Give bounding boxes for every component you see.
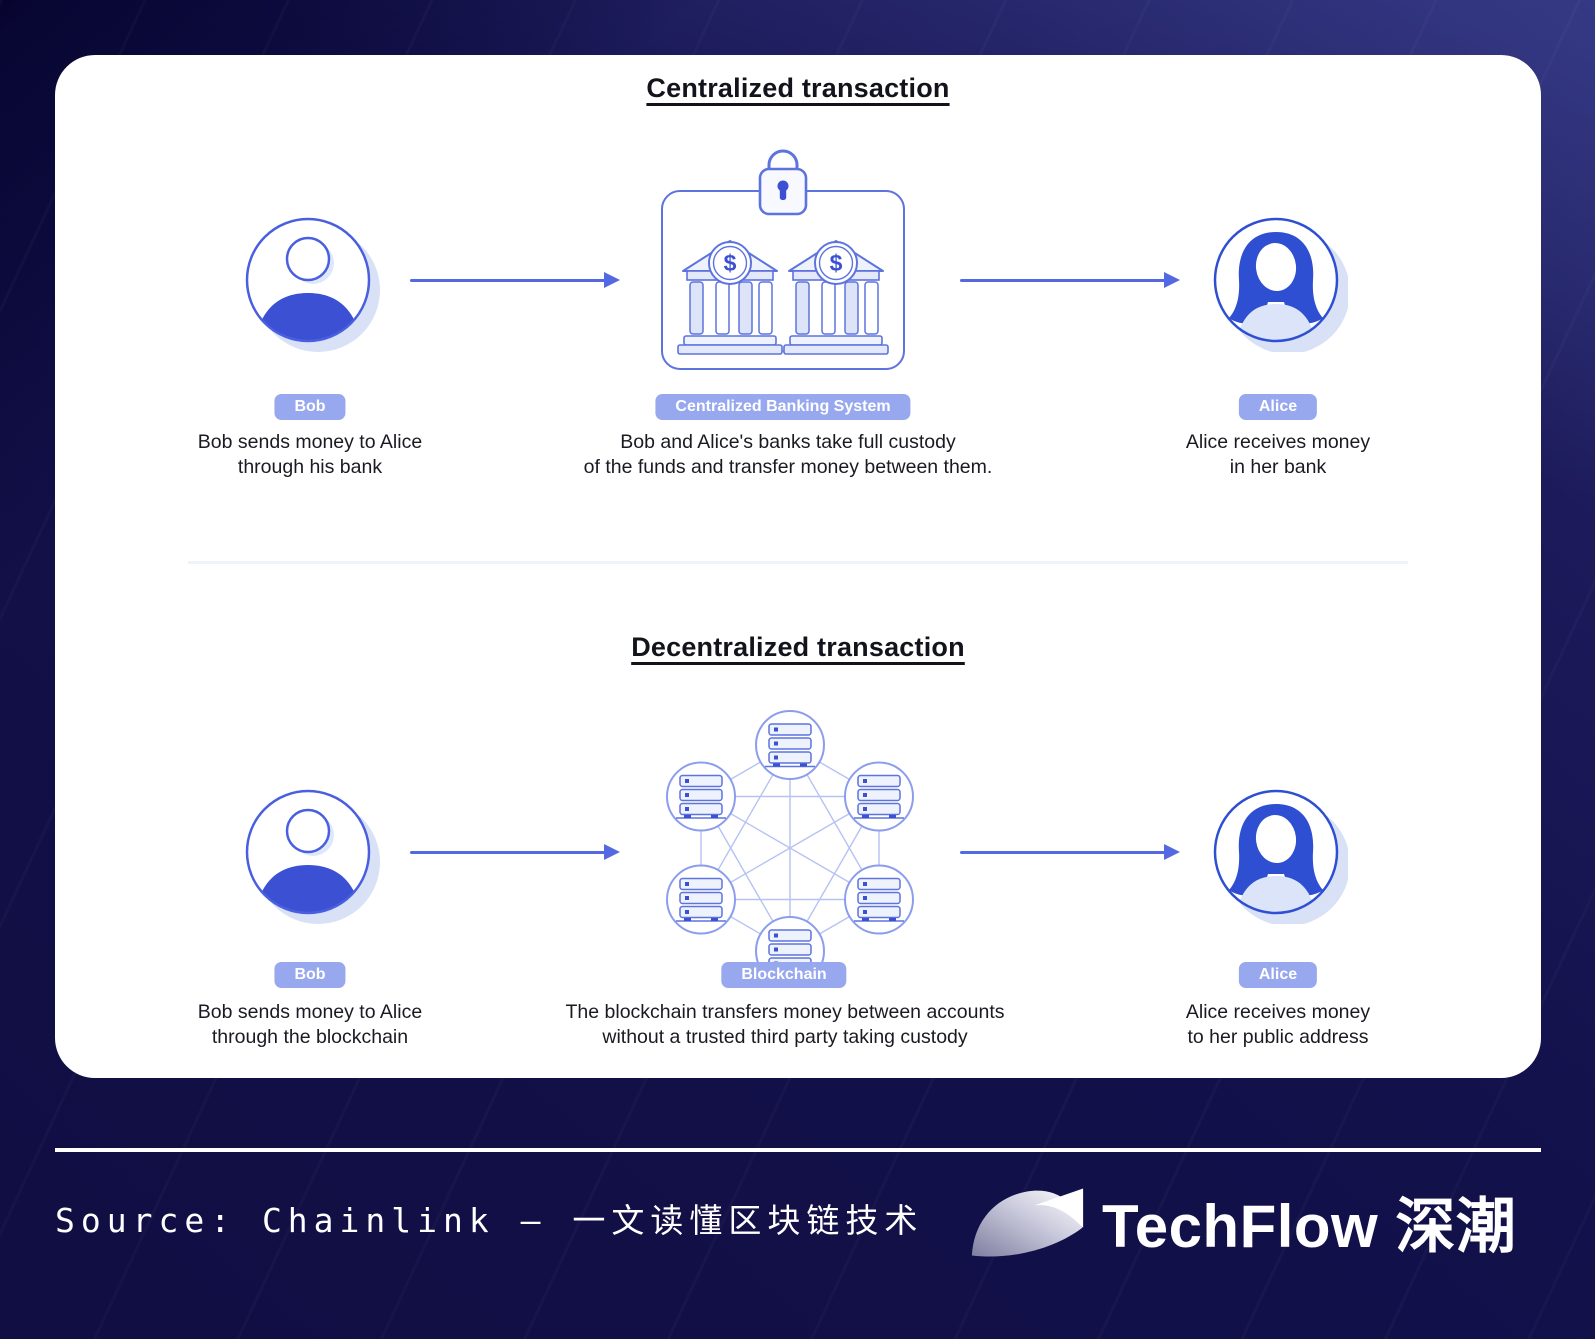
label-pill-banks: Centralized Banking System (655, 394, 911, 420)
flow-arrow-icon (960, 844, 1180, 860)
male-avatar-icon (240, 210, 380, 352)
brand-text: TechFlow 深潮 (1102, 1193, 1517, 1260)
male-avatar-icon (240, 782, 380, 924)
source-text: Source: Chainlink — 一文读懂区块链技术 (55, 1201, 924, 1240)
caption-banks: Bob and Alice's banks take full custody … (583, 431, 993, 478)
section-title: Centralized transaction (646, 73, 950, 103)
diagram-card: Centralized transaction Bob Centralized … (55, 55, 1541, 1078)
caption-alice: Alice receives money to her public addre… (1185, 1001, 1371, 1048)
caption-blockchain: The blockchain transfers money between a… (565, 1001, 1005, 1048)
techflow-leaf-icon (971, 1188, 1084, 1257)
label-pill-bob: Bob (274, 394, 346, 420)
female-avatar-icon (1208, 210, 1348, 352)
caption-alice: Alice receives money in her bank (1185, 431, 1371, 478)
footer-divider (55, 1148, 1541, 1152)
caption-bob: Bob sends money to Alice through his ban… (197, 431, 423, 478)
blockchain-network-icon (640, 700, 940, 1000)
flow-arrow-icon (960, 272, 1180, 288)
label-pill-bob: Bob (274, 962, 346, 988)
flow-arrow-icon (410, 272, 620, 288)
label-pill-blockchain: Blockchain (721, 962, 847, 988)
female-avatar-icon (1208, 782, 1348, 924)
label-pill-alice: Alice (1238, 394, 1318, 420)
section-title: Decentralized transaction (631, 632, 965, 662)
label-pill-alice: Alice (1238, 962, 1318, 988)
caption-bob: Bob sends money to Alice through the blo… (197, 1001, 423, 1048)
section-separator (188, 561, 1408, 564)
centralized-banks-lock-icon (661, 149, 905, 370)
flow-arrow-icon (410, 844, 620, 860)
